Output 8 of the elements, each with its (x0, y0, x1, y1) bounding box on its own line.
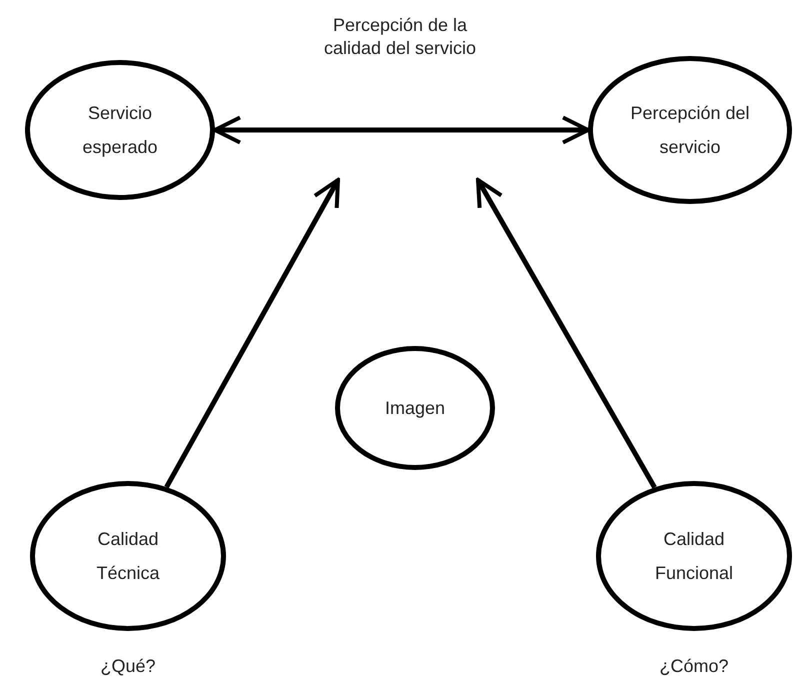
node-label: Servicio esperado (81, 102, 159, 159)
arrow (213, 116, 590, 144)
node-label: Imagen (384, 396, 446, 420)
node-label: Calidad Técnica (95, 528, 161, 585)
node-label: Calidad Funcional (654, 528, 734, 585)
node-caption: ¿Qué? (99, 655, 157, 678)
node-caption: ¿Cómo? (658, 655, 730, 678)
node-label: Percepción del servicio (629, 102, 751, 159)
